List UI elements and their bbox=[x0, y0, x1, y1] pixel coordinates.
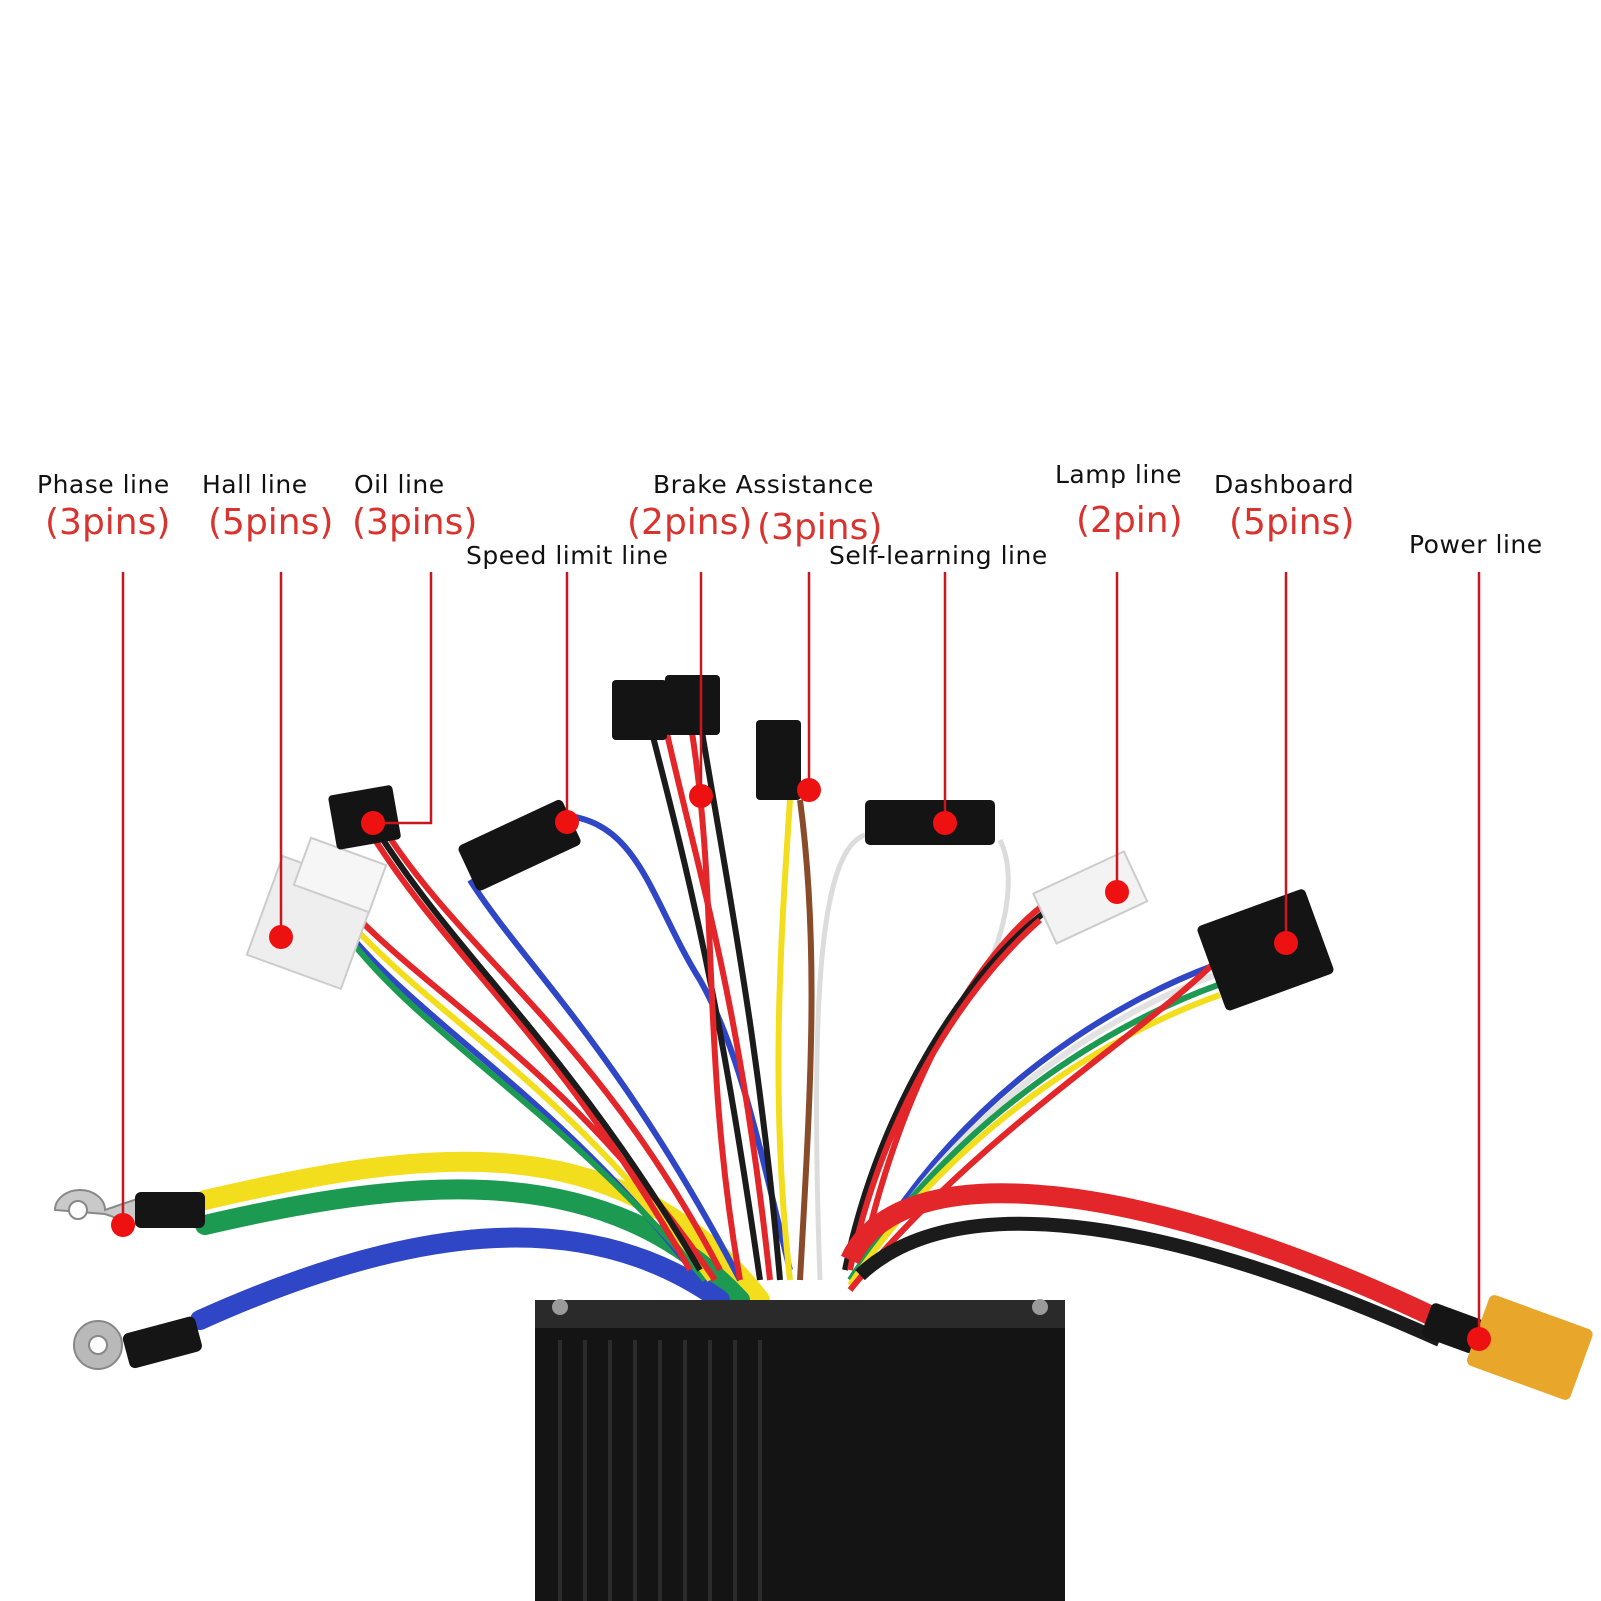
dashboard-pins: (5pins) bbox=[1229, 502, 1355, 543]
phase-terminal-bottom bbox=[73, 1316, 202, 1370]
self-learning-connector bbox=[865, 800, 995, 845]
xt-power-connector bbox=[1421, 1295, 1593, 1400]
dashboard-label: Dashboard bbox=[1214, 470, 1355, 499]
dashboard-dot bbox=[1274, 931, 1298, 955]
controller-body bbox=[535, 1299, 1065, 1601]
self-learning-line-label: Self-learning line bbox=[829, 541, 1048, 570]
oil-line-pins: (3pins) bbox=[352, 502, 478, 543]
oil-line-label: Oil line bbox=[354, 470, 445, 499]
callout-dots bbox=[111, 778, 1491, 1351]
hall-wires bbox=[347, 917, 718, 1282]
speed-limit-dot bbox=[555, 810, 579, 834]
hall-line-label: Hall line bbox=[202, 470, 308, 499]
brake-dot-left bbox=[689, 784, 713, 808]
lamp-wires bbox=[842, 897, 1052, 1271]
power-line-label: Power line bbox=[1409, 530, 1543, 559]
oil-dot bbox=[361, 811, 385, 835]
power-dot bbox=[1467, 1327, 1491, 1351]
phase-dot bbox=[111, 1213, 135, 1237]
hall-dot bbox=[269, 925, 293, 949]
brake-connectors bbox=[612, 675, 801, 800]
lamp-dot bbox=[1105, 880, 1129, 904]
brake-assistance-label: Brake Assistance bbox=[653, 470, 874, 499]
dashboard-connector bbox=[1197, 889, 1334, 1011]
phase-line-label: Phase line bbox=[37, 470, 170, 499]
speed-limit-connector bbox=[458, 799, 581, 891]
phase-line-pins: (3pins) bbox=[45, 502, 171, 543]
oil-wires bbox=[369, 833, 723, 1272]
lamp-line-label: Lamp line bbox=[1055, 460, 1183, 489]
brake-assistance-pins-right: (3pins) bbox=[757, 507, 883, 548]
lamp-connector bbox=[1031, 850, 1149, 945]
hall-line-pins: (5pins) bbox=[208, 502, 334, 543]
speed-limit-line-label: Speed limit line bbox=[466, 541, 669, 570]
lamp-line-pins: (2pin) bbox=[1076, 500, 1183, 541]
brake-assistance-pins-left: (2pins) bbox=[627, 502, 753, 543]
power-wires bbox=[840, 1183, 1445, 1347]
speed-limit-wire bbox=[467, 812, 793, 1282]
brake-wires bbox=[647, 719, 815, 1281]
self-learning-dot bbox=[933, 811, 957, 835]
brake-dot-right bbox=[797, 778, 821, 802]
leader-lines bbox=[121, 572, 1481, 1339]
hall-connector bbox=[245, 836, 388, 991]
